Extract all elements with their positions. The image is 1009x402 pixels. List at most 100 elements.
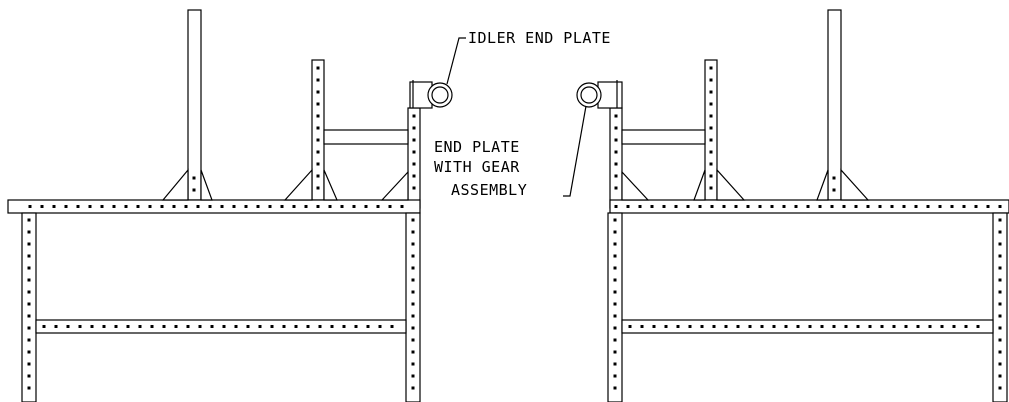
bolt-hole bbox=[709, 66, 713, 70]
bolt-hole bbox=[832, 325, 836, 328]
bolt-hole bbox=[868, 325, 872, 328]
bolt-hole bbox=[878, 205, 882, 208]
left-end-upright bbox=[407, 107, 421, 209]
bolt-hole bbox=[652, 325, 656, 328]
bolt-hole bbox=[613, 338, 617, 342]
right-gusset-3 bbox=[693, 169, 706, 201]
bolt-hole bbox=[186, 325, 190, 328]
bolt-hole bbox=[712, 325, 716, 328]
bolt-hole bbox=[66, 325, 70, 328]
bolt-hole bbox=[90, 325, 94, 328]
bolt-hole bbox=[411, 374, 415, 378]
bolt-hole bbox=[613, 326, 617, 330]
bolt-hole bbox=[244, 205, 248, 208]
bolt-hole bbox=[354, 325, 358, 328]
bolt-hole bbox=[294, 325, 298, 328]
bolt-hole bbox=[998, 230, 1002, 234]
bolt-hole bbox=[688, 325, 692, 328]
bolt-hole bbox=[27, 374, 31, 378]
bolt-hole bbox=[148, 205, 152, 208]
bolt-hole bbox=[938, 205, 942, 208]
bolt-hole bbox=[866, 205, 870, 208]
bolt-hole bbox=[208, 205, 212, 208]
bolt-hole bbox=[340, 205, 344, 208]
bolt-hole bbox=[328, 205, 332, 208]
right-frame bbox=[576, 9, 1009, 402]
bolt-hole bbox=[64, 205, 68, 208]
bolt-hole bbox=[842, 205, 846, 208]
bolt-hole bbox=[760, 325, 764, 328]
bolt-hole bbox=[27, 302, 31, 306]
bolt-hole bbox=[316, 78, 320, 82]
bolt-hole bbox=[112, 205, 116, 208]
bolt-hole bbox=[184, 205, 188, 208]
bolt-hole bbox=[724, 325, 728, 328]
bolt-hole bbox=[378, 325, 382, 328]
bolt-hole bbox=[998, 326, 1002, 330]
right-gusset-4 bbox=[840, 168, 870, 201]
bolt-hole bbox=[709, 126, 713, 130]
bolt-hole bbox=[40, 205, 44, 208]
bolt-hole bbox=[998, 362, 1002, 366]
bolt-hole bbox=[709, 102, 713, 106]
bolt-hole bbox=[258, 325, 262, 328]
bolt-hole bbox=[27, 218, 31, 222]
right-cross-bar bbox=[621, 129, 706, 145]
bolt-hole bbox=[614, 162, 618, 166]
left-gusset-1 bbox=[161, 168, 189, 201]
bolt-hole bbox=[316, 114, 320, 118]
bolt-hole bbox=[614, 114, 618, 118]
bolt-hole bbox=[832, 176, 836, 180]
bolt-hole bbox=[196, 205, 200, 208]
bolt-hole bbox=[998, 218, 1002, 222]
right-leg-outer bbox=[992, 212, 1008, 402]
bolt-hole bbox=[27, 326, 31, 330]
bolt-hole bbox=[100, 205, 104, 208]
bolt-hole bbox=[411, 302, 415, 306]
bolt-hole bbox=[758, 205, 762, 208]
bolt-hole bbox=[806, 205, 810, 208]
bolt-hole bbox=[412, 114, 416, 118]
bolt-hole bbox=[192, 176, 196, 180]
left-gusset-5 bbox=[380, 170, 409, 201]
bolt-hole bbox=[746, 205, 750, 208]
bolt-hole bbox=[710, 205, 714, 208]
bolt-hole bbox=[412, 162, 416, 166]
bolt-hole bbox=[736, 325, 740, 328]
bolt-hole bbox=[411, 242, 415, 246]
right-gusset-1 bbox=[621, 170, 650, 201]
bolt-hole bbox=[613, 254, 617, 258]
bolt-hole bbox=[613, 290, 617, 294]
right-mid-rail bbox=[621, 319, 994, 334]
bolt-hole bbox=[613, 362, 617, 366]
bolt-hole bbox=[613, 218, 617, 222]
bolt-hole bbox=[770, 205, 774, 208]
bolt-hole bbox=[998, 314, 1002, 318]
left-leg-inner bbox=[405, 212, 421, 402]
bolt-hole bbox=[366, 325, 370, 328]
bolt-hole bbox=[974, 205, 978, 208]
left-frame bbox=[7, 9, 453, 402]
bolt-hole bbox=[411, 350, 415, 354]
bolt-hole bbox=[390, 325, 394, 328]
bolt-hole bbox=[614, 186, 618, 190]
bolt-hole bbox=[172, 205, 176, 208]
left-gusset-2 bbox=[200, 169, 213, 201]
bolt-hole bbox=[27, 230, 31, 234]
bolt-hole bbox=[830, 205, 834, 208]
bolt-hole bbox=[709, 90, 713, 94]
bolt-hole bbox=[411, 278, 415, 282]
bolt-hole bbox=[316, 90, 320, 94]
bolt-hole bbox=[316, 186, 320, 190]
left-gusset-3 bbox=[283, 168, 313, 201]
bolt-hole bbox=[292, 205, 296, 208]
bolt-hole bbox=[613, 350, 617, 354]
bolt-hole bbox=[136, 205, 140, 208]
bolt-hole bbox=[198, 325, 202, 328]
bolt-hole bbox=[998, 338, 1002, 342]
bolt-hole bbox=[138, 325, 142, 328]
bolt-hole bbox=[27, 338, 31, 342]
bolt-hole bbox=[256, 205, 260, 208]
bolt-hole bbox=[748, 325, 752, 328]
bolt-hole bbox=[614, 150, 618, 154]
